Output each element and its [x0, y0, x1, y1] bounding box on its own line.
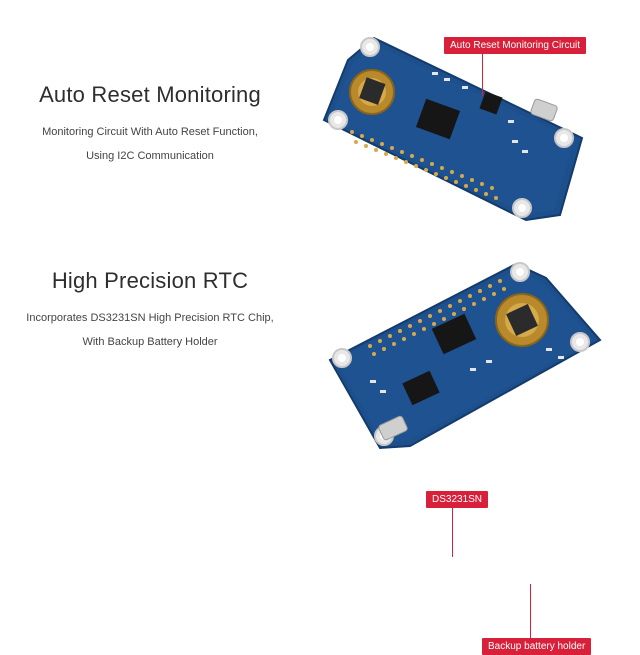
feature-description-line: Monitoring Circuit With Auto Reset Funct… [42, 126, 258, 138]
callout-leader-line [482, 51, 483, 96]
feature-description-line: With Backup Battery Holder [82, 336, 218, 348]
feature-section-auto-reset: Auto Reset Monitoring Monitoring Circuit… [0, 0, 640, 240]
feature-section-rtc: High Precision RTC Incorporates DS3231SN… [0, 240, 640, 655]
feature-copy-auto-reset: Auto Reset Monitoring Monitoring Circuit… [0, 82, 300, 168]
rtc-board-image-top [322, 36, 584, 222]
feature-headline: High Precision RTC [51, 268, 249, 293]
feature-description-line: Incorporates DS3231SN High Precision RTC… [26, 312, 274, 324]
feature-headline: Auto Reset Monitoring [39, 82, 261, 107]
callout-ds3231sn: DS3231SN [426, 491, 489, 508]
callout-leader-line [452, 505, 453, 557]
callout-backup-battery: Backup battery holder [482, 638, 592, 655]
callout-leader-line [530, 584, 531, 638]
rtc-board-image-bottom [328, 262, 602, 450]
feature-copy-rtc: High Precision RTC Incorporates DS3231SN… [0, 268, 300, 354]
callout-auto-reset: Auto Reset Monitoring Circuit [444, 37, 587, 54]
feature-description-line: Using I2C Communication [86, 150, 214, 162]
